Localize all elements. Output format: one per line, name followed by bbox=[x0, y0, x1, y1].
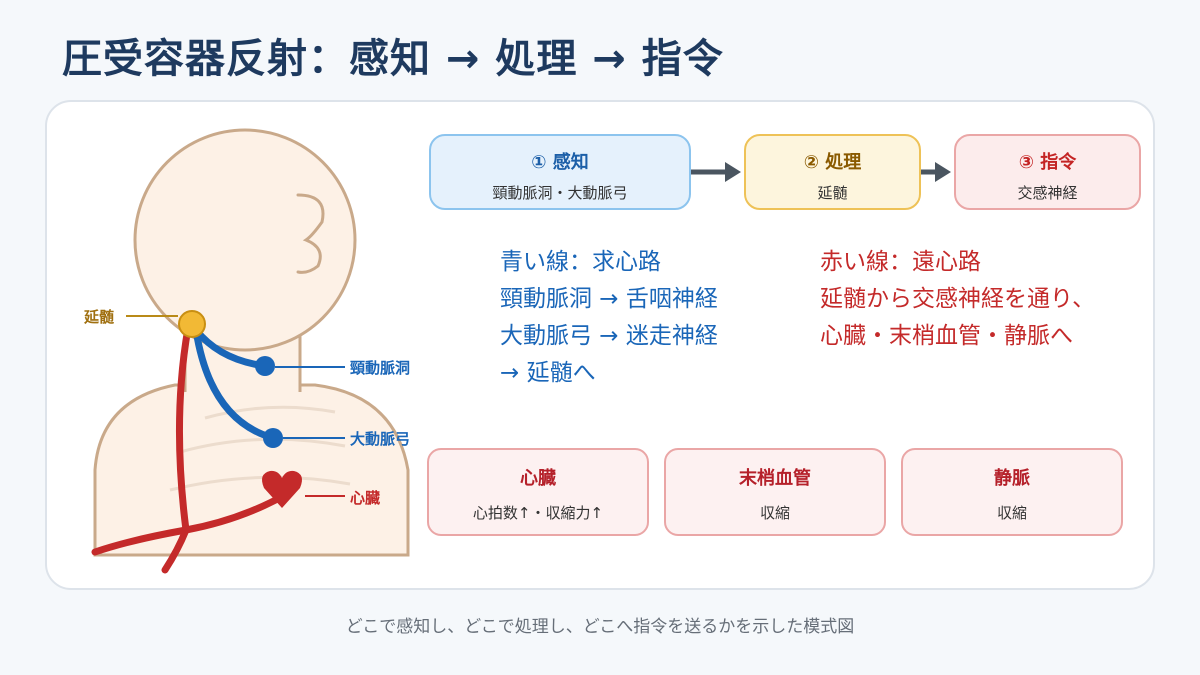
target-title: 末梢血管 bbox=[739, 468, 811, 489]
target-effect: 心拍数↑・収縮力↑ bbox=[472, 504, 604, 522]
step-sense-title: ① 感知 bbox=[531, 152, 589, 173]
afferent-line: 大動脈弓 → 迷走神経 bbox=[500, 323, 718, 349]
efferent-line: 延髄から交感神経を通り、 bbox=[820, 286, 1096, 312]
target-veins: 静脈 収縮 bbox=[901, 448, 1123, 536]
step-command-title: ③ 指令 bbox=[1018, 152, 1077, 173]
target-effect: 収縮 bbox=[759, 504, 790, 522]
medulla-dot bbox=[178, 310, 206, 338]
ear-outline bbox=[296, 193, 325, 274]
heart-icon bbox=[262, 470, 302, 508]
arrow-right-icon bbox=[691, 162, 741, 182]
step-sense-subtitle: 頸動脈洞・大動脈弓 bbox=[492, 184, 628, 202]
efferent-branch-left bbox=[91, 526, 190, 556]
figure-caption: どこで感知し、どこで処理し、どこへ指令を送るかを示した模式図 bbox=[345, 617, 855, 637]
step-process-title: ② 処理 bbox=[803, 152, 862, 173]
target-title: 静脈 bbox=[994, 468, 1030, 489]
afferent-line: → 延髄へ bbox=[500, 360, 596, 386]
step-command: ③ 指令 交感神経 bbox=[954, 134, 1141, 210]
torso-outline bbox=[93, 383, 410, 557]
label-carotid-sinus: 頸動脈洞 bbox=[350, 359, 411, 377]
target-heart: 心臓 心拍数↑・収縮力↑ bbox=[427, 448, 649, 536]
step-command-subtitle: 交感神経 bbox=[1017, 184, 1078, 202]
carotid-sinus-dot bbox=[255, 356, 275, 376]
efferent-line: 赤い線：遠心路 bbox=[820, 249, 981, 275]
page-title: 圧受容器反射：感知 → 処理 → 指令 bbox=[62, 36, 724, 82]
head-outline bbox=[133, 128, 357, 352]
step-sense: ① 感知 頸動脈洞・大動脈弓 bbox=[429, 134, 691, 210]
target-title: 心臓 bbox=[520, 468, 556, 489]
target-peripheral-vessels: 末梢血管 収縮 bbox=[664, 448, 886, 536]
afferent-line: 頸動脈洞 → 舌咽神経 bbox=[500, 286, 718, 312]
target-effect: 収縮 bbox=[996, 504, 1027, 522]
aortic-arch-dot bbox=[263, 428, 283, 448]
efferent-description: 赤い線：遠心路 延髄から交感神経を通り、 心臓・末梢血管・静脈へ bbox=[820, 244, 1095, 355]
label-heart: 心臓 bbox=[350, 489, 381, 507]
arrow-right-icon bbox=[921, 162, 951, 182]
efferent-trunk bbox=[161, 324, 192, 574]
label-medulla: 延髄 bbox=[84, 308, 115, 326]
afferent-aortic bbox=[192, 326, 277, 442]
efferent-line: 心臓・末梢血管・静脈へ bbox=[820, 323, 1073, 349]
label-aortic-arch: 大動脈弓 bbox=[350, 430, 411, 448]
afferent-description: 青い線：求心路 頸動脈洞 → 舌咽神経 大動脈弓 → 迷走神経 → 延髄へ bbox=[500, 244, 718, 392]
afferent-line: 青い線：求心路 bbox=[500, 249, 661, 275]
step-process: ② 処理 延髄 bbox=[744, 134, 921, 210]
step-process-subtitle: 延髄 bbox=[817, 184, 848, 202]
